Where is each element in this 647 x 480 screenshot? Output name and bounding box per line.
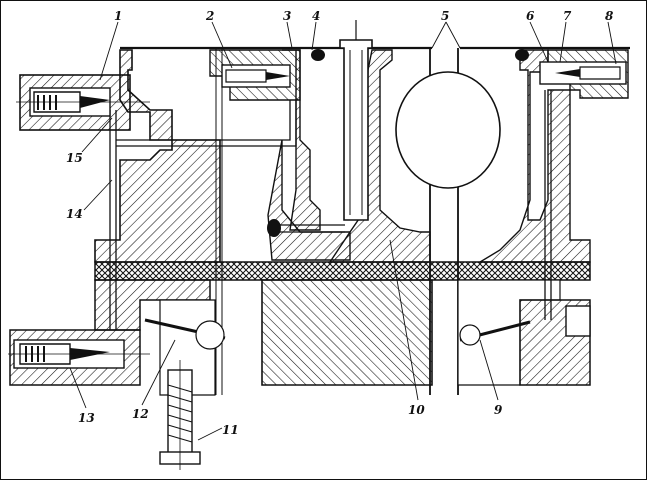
sealing-plugs xyxy=(267,49,591,337)
label-7: 7 xyxy=(563,9,572,23)
label-9: 9 xyxy=(494,403,503,417)
label-4: 4 xyxy=(312,9,320,23)
throttle-plates xyxy=(144,318,531,350)
idle-jet-lower xyxy=(8,339,150,369)
label-12: 12 xyxy=(132,407,149,421)
label-15: 15 xyxy=(66,151,83,165)
label-8: 8 xyxy=(605,9,614,23)
label-5: 5 xyxy=(441,9,449,23)
label-13: 13 xyxy=(78,411,95,425)
atomizer-tube xyxy=(339,20,373,221)
adjust-screw xyxy=(159,360,201,470)
label-2: 2 xyxy=(205,9,214,23)
label-14: 14 xyxy=(66,207,83,221)
label-11: 11 xyxy=(222,423,239,437)
throttle-body xyxy=(9,279,591,396)
part-labels: 1 2 3 4 5 6 7 8 9 10 11 12 13 14 15 xyxy=(66,9,614,437)
leader-lines xyxy=(69,21,617,441)
fuel-channels xyxy=(109,90,552,330)
label-1: 1 xyxy=(114,9,122,23)
gasket xyxy=(94,261,591,281)
label-6: 6 xyxy=(526,9,535,23)
air-jets-top xyxy=(221,61,627,88)
label-3: 3 xyxy=(283,9,291,23)
label-10: 10 xyxy=(408,403,425,417)
idle-jet-left xyxy=(16,74,150,131)
